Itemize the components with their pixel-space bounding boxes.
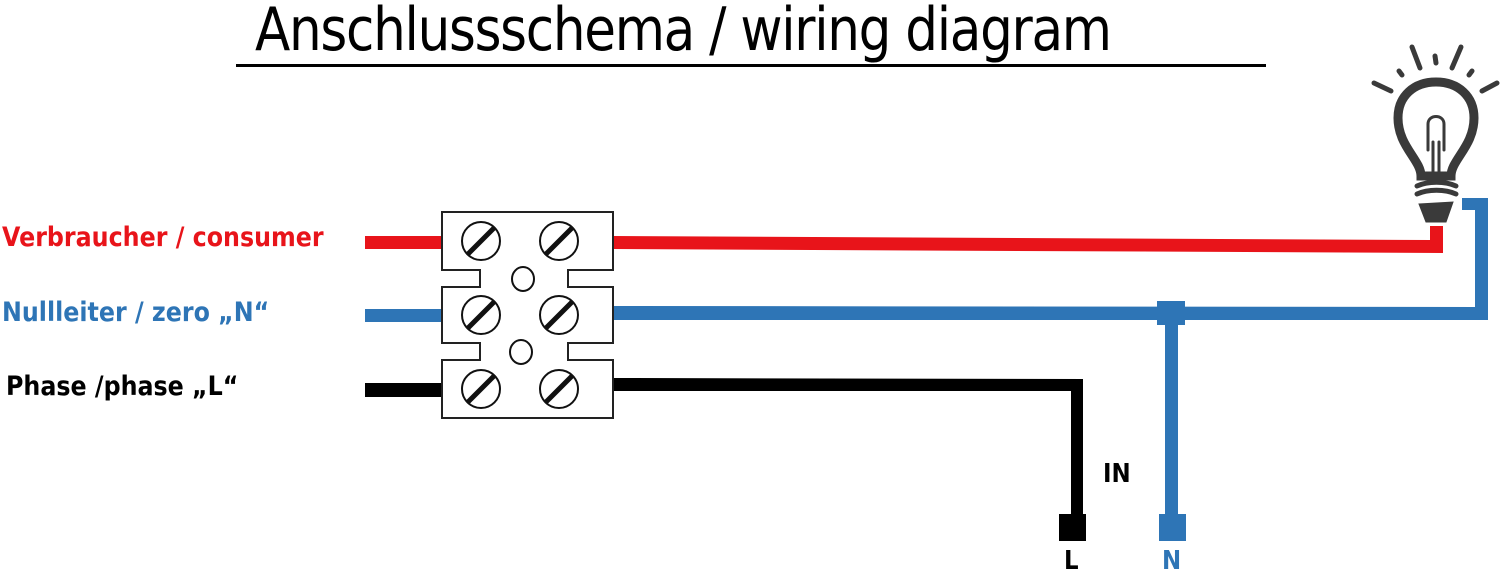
neutral-wire-label: Nullleiter / zero „N“ <box>2 297 270 328</box>
terminal-n-label: N <box>1162 546 1182 576</box>
screw-icon <box>461 295 501 335</box>
consumer-wire-in <box>365 236 443 249</box>
mounting-hole <box>511 266 535 292</box>
neutral-drop-wire <box>1165 320 1178 516</box>
screw-icon <box>461 369 501 409</box>
consumer-wire-out <box>613 226 1443 253</box>
neutral-input-terminal <box>1159 514 1186 541</box>
neutral-wire-out <box>613 198 1488 320</box>
phase-wire-out <box>613 378 1083 516</box>
terminal-block-icon <box>441 211 614 419</box>
phase-wire-label: Phase /phase „L“ <box>6 371 239 402</box>
screw-icon <box>539 369 579 409</box>
screw-icon <box>461 221 501 261</box>
input-label: IN <box>1103 459 1131 489</box>
diagram-title: Anschlussschema / wiring diagram <box>255 0 1112 65</box>
terminal-l-label: L <box>1064 546 1079 576</box>
consumer-wire-label: Verbraucher / consumer <box>2 222 324 253</box>
light-bulb-icon <box>1371 44 1500 223</box>
phase-input-terminal <box>1059 514 1086 541</box>
mounting-hole <box>509 339 533 365</box>
title-underline <box>236 64 1266 67</box>
terminal-screws <box>461 221 579 409</box>
screw-icon <box>539 295 579 335</box>
screw-icon <box>539 221 579 261</box>
neutral-wire-in <box>365 309 443 322</box>
phase-wire-in <box>365 383 443 397</box>
